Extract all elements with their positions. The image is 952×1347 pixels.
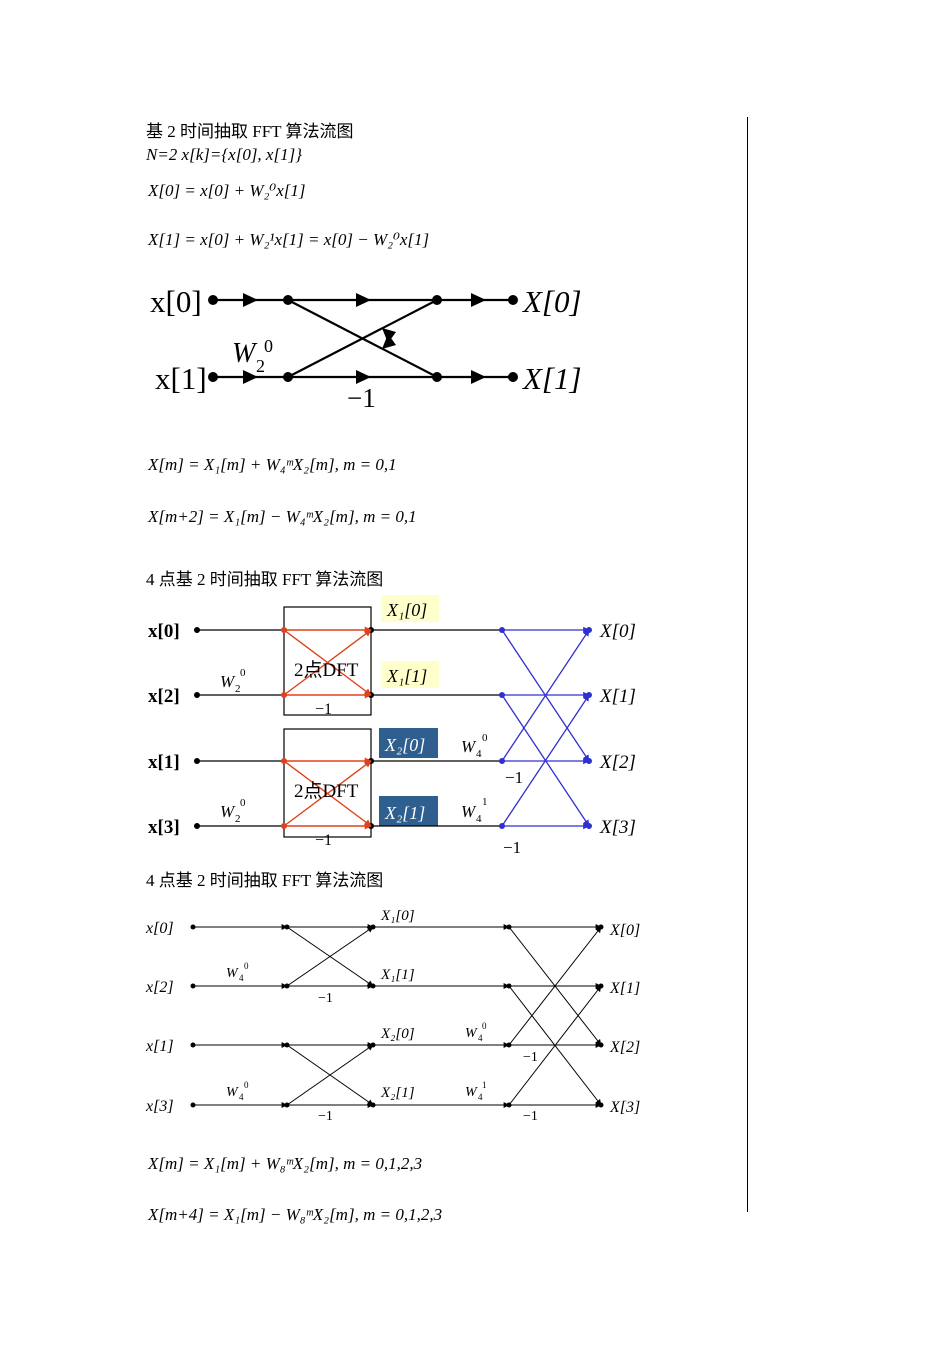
fig3-output-2: X[2] (609, 1039, 640, 1056)
fig2-twiddle-w2-upper-sup: 0 (240, 667, 246, 679)
equation-xm-8pt: X[m] = X₁[m] + W₈ᵐX₂[m], m = 0,1,2,3 (148, 1154, 423, 1173)
fig2-input-2: x[1] (148, 752, 180, 773)
heading-4pt-fft: 4 点基 2 时间抽取 FFT 算法流图 (146, 570, 384, 589)
fig3-twiddle-in-upper-sub: 4 (239, 973, 244, 983)
n-definition-line: N=2 x[k]={x[0], x[1]} (146, 145, 303, 164)
fig2-twiddle-w4-0-sub: 4 (476, 748, 482, 760)
fig2-twiddle-w4-1-sub: 4 (476, 813, 482, 825)
fig3-input-3: x[3] (145, 1098, 174, 1115)
fig2-twiddle-w4-1: W (461, 802, 477, 821)
fig3-twiddle-mid-1-sub: 4 (478, 1092, 483, 1102)
equation-xm-plus-2: X[m+2] = X₁[m] − W₄ᵐX₂[m], m = 0,1 (148, 507, 417, 526)
fig3-twiddle-mid-0-sub: 4 (478, 1033, 483, 1043)
equation-xm-plus-4-8pt: X[m+4] = X₁[m] − W₈ᵐX₂[m], m = 0,1,2,3 (148, 1205, 443, 1224)
fig2-twiddle-w2-upper: W (220, 672, 236, 691)
equation-xm: X[m] = X₁[m] + W₄ᵐX₂[m], m = 0,1 (148, 455, 397, 474)
fig3-twiddle-mid-1: W (465, 1085, 478, 1100)
fig1-twiddle-sub: 2 (256, 356, 265, 376)
fig3-input-0: x[0] (145, 920, 174, 937)
equation-x0: X[0] = x[0] + W₂⁰x[1] (148, 181, 306, 200)
fig3-output-0: X[0] (609, 922, 640, 939)
fig2-minus-one-box2: −1 (315, 832, 332, 849)
fig2-mid-label-X1-1: X₁[1] (386, 666, 427, 686)
fig3-mid-label-X1-1: X₁[1] (380, 967, 415, 983)
fig3-twiddle-in-lower-sup: 0 (244, 1080, 249, 1090)
fig2-mid-label-X1-0: X₁[0] (386, 600, 427, 620)
fig2-minus-one-box1: −1 (315, 701, 332, 718)
fig1-output-X0: X[0] (521, 284, 582, 319)
fig2-output-2: X[2] (599, 752, 636, 773)
fig3-twiddle-mid-0: W (465, 1026, 478, 1041)
fft-4point-block-diagram: x[0] x[2] x[1] x[3] X[0] X[1] X[2] X[3] … (148, 595, 636, 857)
fig3-mid-label-X1-0: X₁[0] (380, 908, 415, 924)
fig3-output-3: X[3] (609, 1099, 640, 1116)
fig3-twiddle-in-lower: W (226, 1085, 239, 1100)
heading-4pt-fft-detailed: 4 点基 2 时间抽取 FFT 算法流图 (146, 871, 384, 890)
fig2-twiddle-w2-lower: W (220, 802, 236, 821)
fig1-output-X1: X[1] (521, 361, 582, 396)
fig2-twiddle-w2-upper-sub: 2 (235, 683, 241, 695)
fig3-minus-one-b: −1 (318, 1109, 333, 1124)
fig2-input-3: x[3] (148, 817, 180, 838)
fig2-input-0: x[0] (148, 621, 180, 642)
fig2-twiddle-w2-lower-sup: 0 (240, 797, 246, 809)
fig3-twiddle-mid-0-sup: 0 (482, 1021, 487, 1031)
fig1-minus-one: −1 (347, 383, 376, 413)
fig3-mid-label-X2-1: X₂[1] (380, 1085, 415, 1101)
fig3-twiddle-in-upper: W (226, 966, 239, 981)
fig2-twiddle-w4-1-sup: 1 (482, 796, 488, 808)
fig3-mid-label-X2-0: X₂[0] (380, 1026, 415, 1042)
fft-4point-flow-graph: x[0] x[2] x[1] x[3] X[0] X[1] X[2] X[3] … (145, 908, 640, 1124)
equation-x1: X[1] = x[0] + W₂¹x[1] = x[0] − W₂⁰x[1] (148, 230, 430, 249)
heading-radix2-dit: 基 2 时间抽取 FFT 算法流图 (146, 122, 354, 141)
fig2-output-1: X[1] (599, 686, 636, 707)
fig3-minus-one-a: −1 (318, 991, 333, 1006)
fig3-minus-one-d: −1 (523, 1109, 538, 1124)
fig2-minus-one-out3: −1 (503, 838, 521, 857)
fig2-minus-one-out2: −1 (505, 768, 523, 787)
fig1-twiddle-W: W (232, 338, 258, 369)
fig2-twiddle-w2-lower-sub: 2 (235, 813, 241, 825)
fig3-minus-one-c: −1 (523, 1050, 538, 1065)
butterfly-2point-diagram: x[0] x[1] X[0] X[1] W 2 0 −1 (150, 284, 582, 413)
fig1-twiddle-sup: 0 (264, 336, 273, 356)
fig2-mid-label-X2-0: X₂[0] (384, 735, 425, 755)
fig2-dft-box-label-lower: 2点DFT (294, 780, 359, 802)
fig2-dft-box-label-upper: 2点DFT (294, 659, 359, 681)
fig2-mid-label-X2-1: X₂[1] (384, 803, 425, 823)
fig3-input-2: x[1] (145, 1038, 174, 1055)
margin-rule (747, 117, 748, 1212)
fig1-input-x1: x[1] (155, 361, 207, 396)
fig2-twiddle-w4-0: W (461, 737, 477, 756)
fig2-output-3: X[3] (599, 817, 636, 838)
fig3-twiddle-mid-1-sup: 1 (482, 1080, 487, 1090)
fig3-output-1: X[1] (609, 980, 640, 997)
fig2-twiddle-w4-0-sup: 0 (482, 732, 488, 744)
fig1-input-x0: x[0] (150, 284, 202, 319)
fig2-output-0: X[0] (599, 621, 636, 642)
fig3-input-1: x[2] (145, 979, 174, 996)
fig3-twiddle-in-upper-sup: 0 (244, 961, 249, 971)
fig3-twiddle-in-lower-sub: 4 (239, 1092, 244, 1102)
fig2-input-1: x[2] (148, 686, 180, 707)
